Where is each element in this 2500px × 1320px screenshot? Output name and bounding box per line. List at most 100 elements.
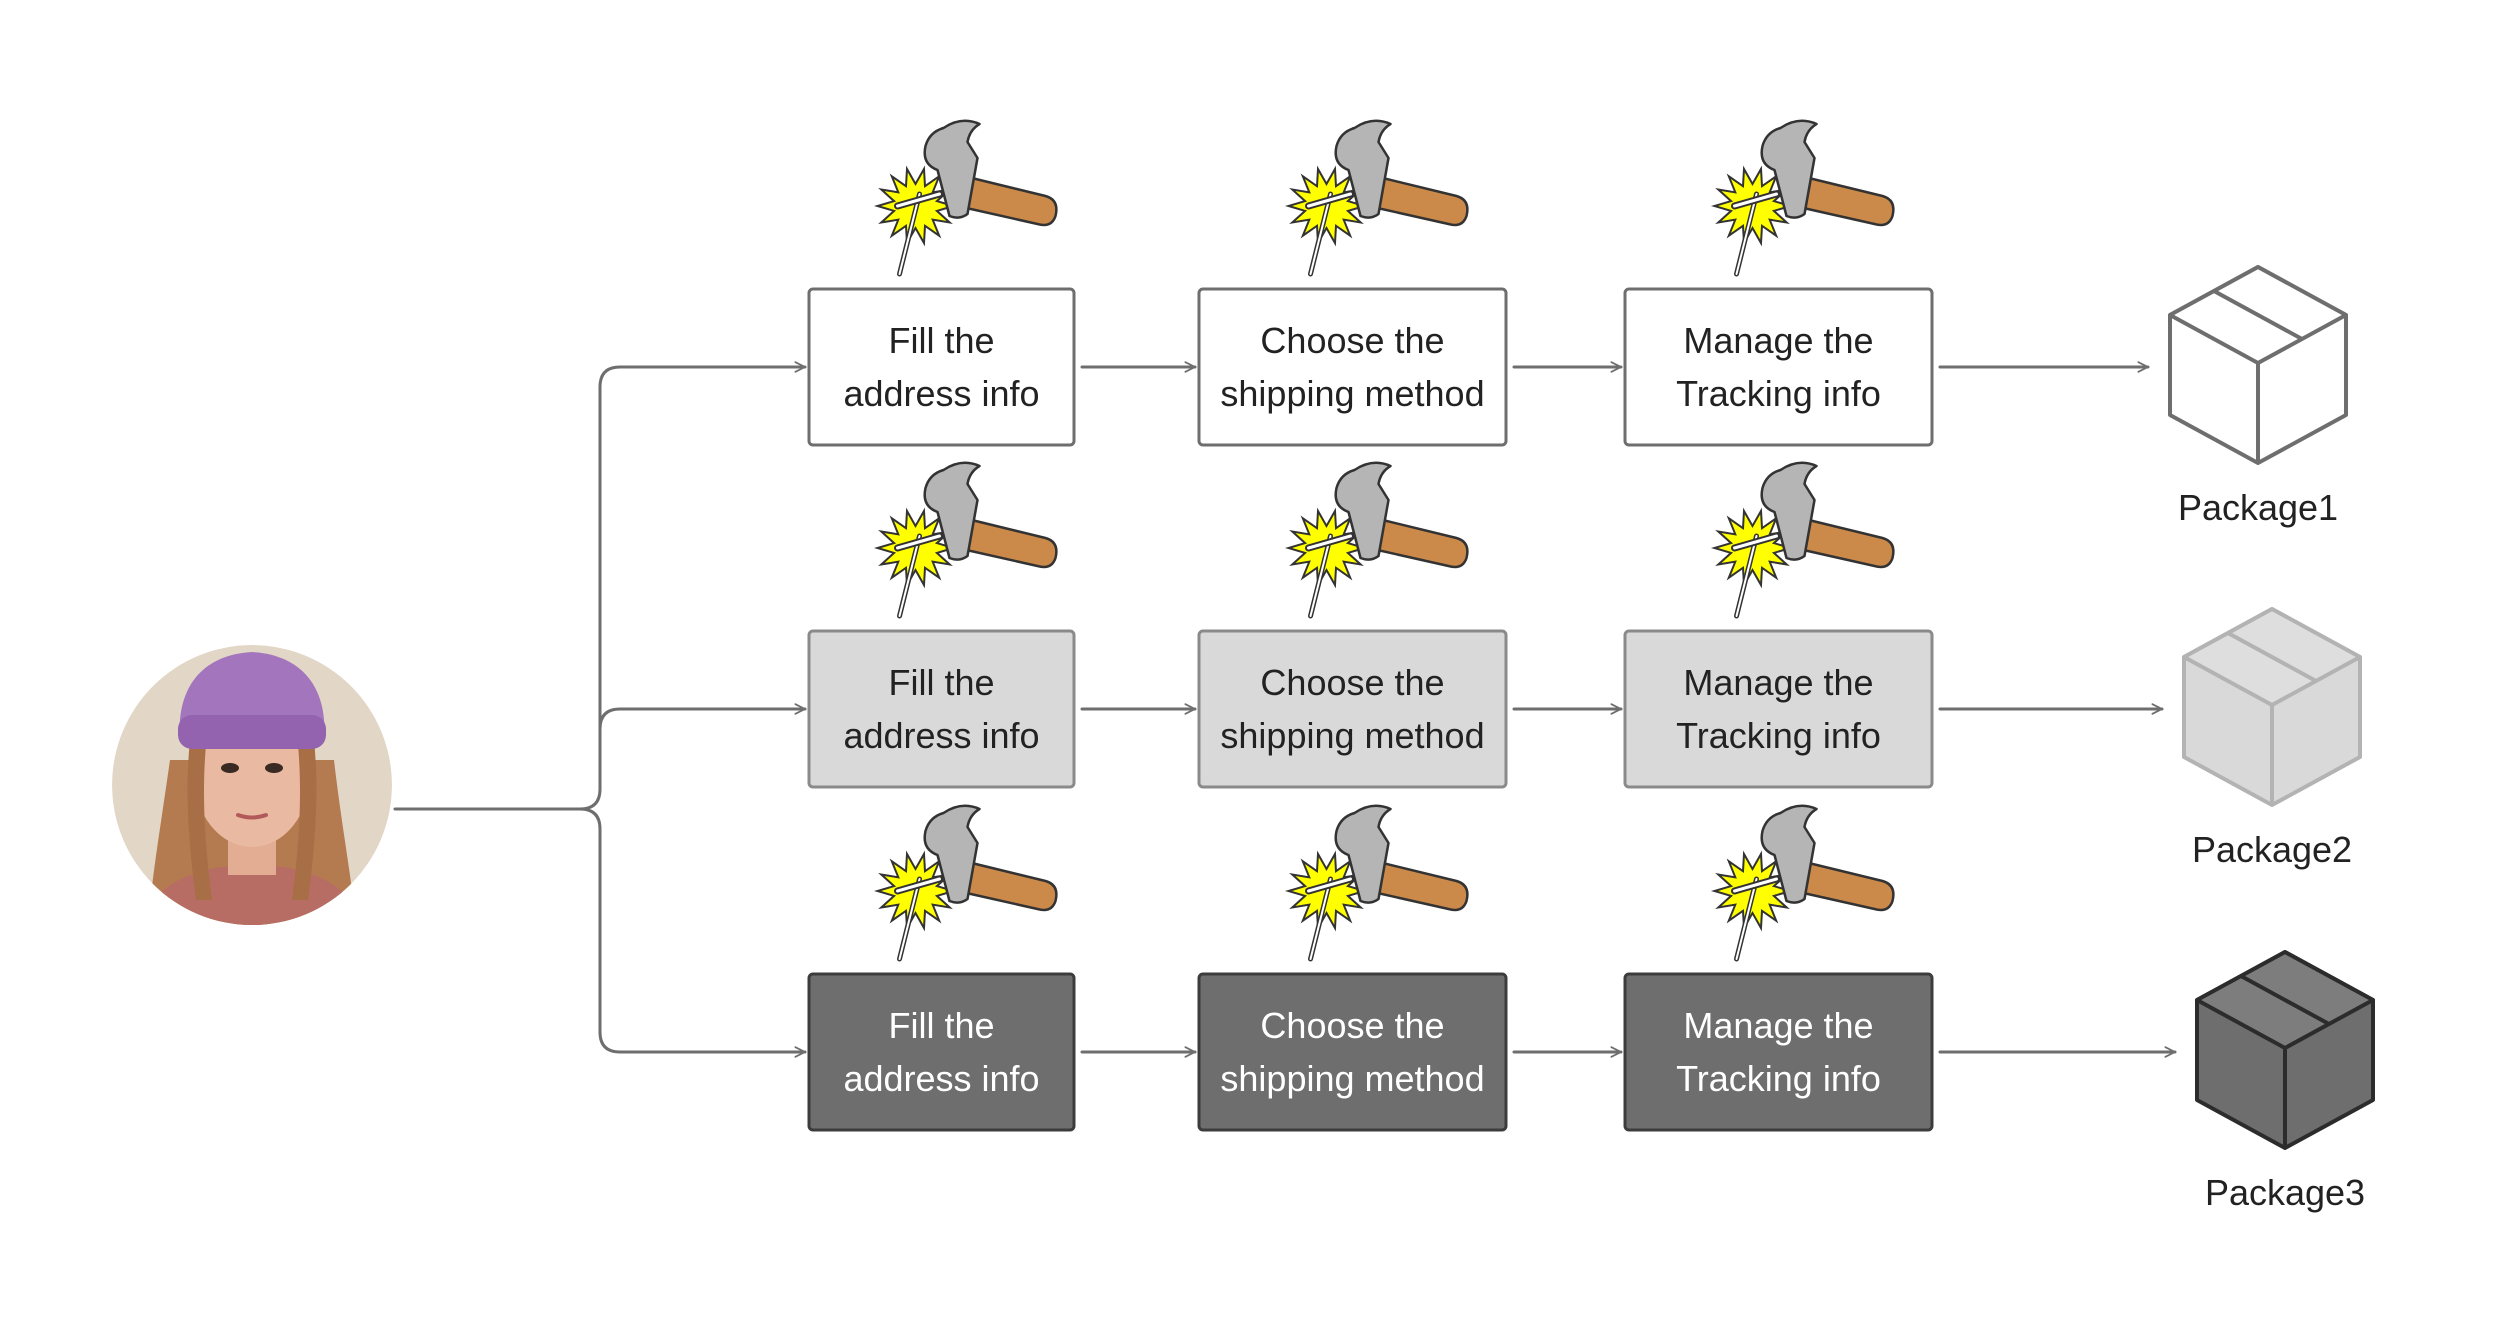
hammer-head <box>1760 119 1818 219</box>
step-box <box>1197 629 1508 789</box>
hammer-head <box>923 119 981 219</box>
step-label-line1: Fill the <box>888 1005 994 1046</box>
hammer-and-nail-icon <box>873 804 1058 962</box>
nail-head-highlight <box>1733 877 1778 893</box>
package-box-icon <box>2182 607 2362 807</box>
user-avatar <box>112 645 392 925</box>
flow-row-1: Fill the address info Choose the shipping m… <box>807 119 2348 528</box>
nail-highlight <box>1735 193 1758 275</box>
hammer-handle <box>1793 859 1895 912</box>
box-tape <box>2240 974 2330 1026</box>
hammer-head <box>1334 119 1392 219</box>
nail-head-highlight <box>1733 192 1778 208</box>
nail-head-highlight <box>896 877 941 893</box>
hammer-and-nail-icon <box>873 461 1058 619</box>
nail-head-highlight <box>896 534 941 550</box>
step-shipping-method: Choose the shipping method <box>1197 119 1508 447</box>
step-label-line2: address info <box>843 373 1039 414</box>
hammer-handle <box>956 516 1058 569</box>
avatar-eye <box>221 763 239 773</box>
step-box <box>807 287 1076 447</box>
hammer-handle <box>956 859 1058 912</box>
avatar-mouth <box>236 813 268 820</box>
step-box <box>1197 972 1508 1132</box>
step-label-line2: shipping method <box>1220 1058 1484 1099</box>
hammer-and-nail-icon <box>1284 804 1469 962</box>
avatar-hat-band <box>178 715 326 749</box>
hammer-handle <box>1367 174 1469 227</box>
step-label-line1: Manage the <box>1683 662 1873 703</box>
step-address-info: Fill the address info <box>807 804 1076 1132</box>
step-label-line1: Manage the <box>1683 320 1873 361</box>
hammer-handle <box>1367 516 1469 569</box>
hammer-head <box>1334 804 1392 904</box>
branch-connectors <box>393 361 807 1058</box>
step-box <box>807 972 1076 1132</box>
step-box <box>1623 287 1934 447</box>
step-label-line2: Tracking info <box>1676 715 1881 756</box>
step-label-line1: Manage the <box>1683 1005 1873 1046</box>
nail-head-highlight <box>1307 877 1352 893</box>
hammer-head <box>923 461 981 561</box>
step-label-line1: Fill the <box>888 320 994 361</box>
nail-highlight <box>898 193 921 275</box>
step-shipping-method: Choose the shipping method <box>1197 461 1508 789</box>
hammer-and-nail-icon <box>1710 461 1895 619</box>
step-label-line1: Choose the <box>1260 320 1444 361</box>
step-label-line1: Choose the <box>1260 662 1444 703</box>
package-label: Package2 <box>2192 829 2352 870</box>
hammer-head <box>1760 804 1818 904</box>
nail-head-highlight <box>1733 534 1778 550</box>
nail-highlight <box>898 878 921 960</box>
step-label-line2: shipping method <box>1220 373 1484 414</box>
nail-head-highlight <box>1307 534 1352 550</box>
hammer-handle <box>1367 859 1469 912</box>
avatar-hair-front <box>187 740 212 900</box>
nail-highlight <box>1735 878 1758 960</box>
step-box <box>807 629 1076 789</box>
hammer-and-nail-icon <box>1710 119 1895 277</box>
package-box-icon <box>2168 265 2348 465</box>
step-box <box>1623 629 1934 789</box>
nail-highlight <box>1309 535 1332 617</box>
avatar-eye <box>265 763 283 773</box>
package-label: Package3 <box>2205 1172 2365 1213</box>
step-box <box>1197 287 1508 447</box>
box-tape <box>2213 289 2303 341</box>
hammer-handle <box>956 174 1058 227</box>
nail-highlight <box>1735 535 1758 617</box>
step-label-line2: address info <box>843 1058 1039 1099</box>
hammer-handle <box>1793 174 1895 227</box>
package-label: Package1 <box>2178 487 2338 528</box>
branch-middle <box>598 703 807 731</box>
hammer-and-nail-icon <box>1284 461 1469 619</box>
hammer-and-nail-icon <box>1284 119 1469 277</box>
step-label-line2: shipping method <box>1220 715 1484 756</box>
hammer-and-nail-icon <box>873 119 1058 277</box>
nail-highlight <box>1309 878 1332 960</box>
branch-bottom <box>578 807 807 1058</box>
box-tape <box>2227 631 2317 683</box>
hammer-head <box>1760 461 1818 561</box>
step-box <box>1623 972 1934 1132</box>
hammer-head <box>1334 461 1392 561</box>
step-label-line2: Tracking info <box>1676 373 1881 414</box>
avatar-hair-front <box>292 740 317 900</box>
nail-highlight <box>1309 193 1332 275</box>
hammer-head <box>923 804 981 904</box>
package-box-icon <box>2195 950 2375 1150</box>
nail-head-highlight <box>1307 192 1352 208</box>
nail-highlight <box>898 535 921 617</box>
step-address-info: Fill the address info <box>807 119 1076 447</box>
hammer-handle <box>1793 516 1895 569</box>
step-label-line1: Fill the <box>888 662 994 703</box>
